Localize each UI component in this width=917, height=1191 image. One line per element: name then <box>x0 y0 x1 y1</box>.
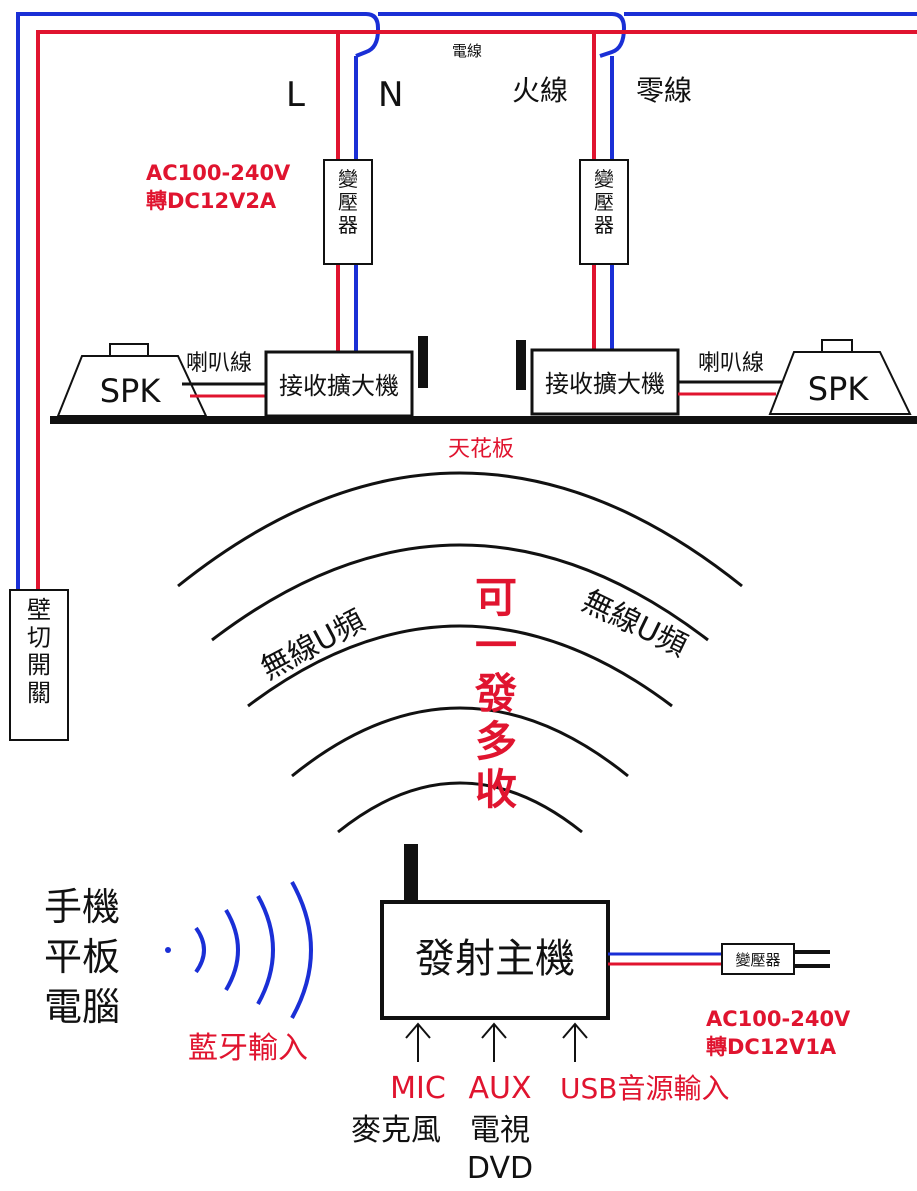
receiver-amp-left-label: 接收擴大機 <box>279 372 399 400</box>
ceiling-label: 天花板 <box>448 437 514 462</box>
ac-left-line2: 轉DC12V2A <box>146 189 277 213</box>
device-computer: 電腦 <box>44 985 120 1029</box>
aux-sub1-label: 電視 <box>470 1113 530 1148</box>
transmitter-unit: 發射主機 <box>380 844 610 1020</box>
receiver-amp-left: 接收擴大機 <box>264 336 428 418</box>
transmitter-label: 發射主機 <box>415 936 575 982</box>
ac-right-line2: 轉DC12V1A <box>706 1035 837 1059</box>
speaker-right: SPK <box>768 339 912 415</box>
speaker-wire-right-label: 喇叭線 <box>698 351 764 376</box>
transformer-left-label: 變壓器 <box>338 167 358 237</box>
transmitter-power-wires <box>608 952 722 966</box>
ac-left-line1: AC100-240V <box>146 161 291 185</box>
bluetooth-input-label: 藍牙輸入 <box>188 1031 308 1066</box>
speaker-left-label: SPK <box>100 372 162 410</box>
live-main-wire <box>36 30 917 590</box>
wire-label: 電線 <box>452 42 482 60</box>
l-label: L <box>286 75 305 115</box>
speaker-left: SPK <box>56 343 208 417</box>
ceiling-beam <box>50 416 917 424</box>
wall-switch-label: 壁切開關 <box>27 596 51 707</box>
receiver-amp-right-label: 接收擴大機 <box>545 370 665 398</box>
right-drop-wires <box>592 32 614 352</box>
wireless-uhf-right: 無線U頻 <box>576 584 692 665</box>
input-arrows <box>405 1022 588 1062</box>
transformer-right-label: 變壓器 <box>594 167 614 237</box>
main-wires <box>16 12 917 590</box>
usb-input-label: USB音源輸入 <box>560 1072 729 1105</box>
neutral-label: 零線 <box>636 74 692 107</box>
receiver-amp-right: 接收擴大機 <box>516 340 680 416</box>
transformer-small: 變壓器 <box>721 943 830 975</box>
bluetooth-signal-icon <box>165 881 313 1019</box>
device-tablet: 平板 <box>44 935 120 979</box>
left-drop-wires <box>336 32 358 352</box>
speaker-wire-left-label: 喇叭線 <box>186 351 252 376</box>
mic-label: MIC <box>390 1071 446 1106</box>
transformer-right: 變壓器 <box>579 159 629 265</box>
wireless-arcs <box>177 471 743 834</box>
wall-switch: 壁切開關 <box>9 589 69 741</box>
speaker-wire-left <box>182 382 266 398</box>
n-label: N <box>378 75 403 115</box>
device-phone: 手機 <box>44 885 120 929</box>
mic-sub-label: 麥克風 <box>351 1113 441 1148</box>
transformer-left: 變壓器 <box>323 159 373 265</box>
multi-receive-label: 可一發多收 <box>474 573 517 814</box>
transformer-small-label: 變壓器 <box>735 951 780 969</box>
aux-label: AUX <box>468 1071 531 1106</box>
aux-sub2-label: DVD <box>467 1151 533 1186</box>
neutral-main-wire <box>16 12 917 590</box>
speaker-wire-right <box>678 380 782 396</box>
live-label: 火線 <box>512 74 568 107</box>
ac-right-line1: AC100-240V <box>706 1007 851 1031</box>
speaker-right-label: SPK <box>808 370 870 408</box>
